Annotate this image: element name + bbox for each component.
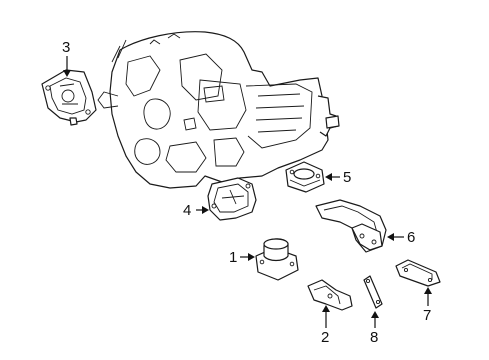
part-8-strap bbox=[363, 275, 383, 309]
callout-6: 6 bbox=[407, 229, 415, 246]
leader-lines bbox=[63, 56, 432, 328]
callout-3: 3 bbox=[62, 39, 70, 56]
callout-8: 8 bbox=[370, 329, 378, 346]
arrow-6 bbox=[387, 233, 394, 241]
arrow-7 bbox=[424, 287, 432, 294]
part-4-mount-bracket bbox=[207, 177, 257, 221]
part-1-insulator bbox=[255, 238, 299, 281]
callout-2: 2 bbox=[321, 329, 329, 346]
callout-7: 7 bbox=[423, 307, 431, 324]
callout-labels: 3 4 5 6 1 2 8 7 bbox=[62, 39, 431, 346]
part-3-mount-bracket bbox=[41, 69, 97, 126]
arrow-2 bbox=[322, 305, 330, 312]
part-7-plate-bracket bbox=[395, 259, 441, 287]
arrow-8 bbox=[371, 311, 379, 318]
transmission-assembly bbox=[97, 31, 340, 189]
callout-5: 5 bbox=[343, 169, 351, 186]
callout-1: 1 bbox=[229, 249, 237, 266]
part-5-insulator bbox=[285, 161, 325, 193]
arrow-4 bbox=[202, 206, 209, 214]
arrow-1 bbox=[248, 253, 255, 261]
arrow-5 bbox=[325, 173, 332, 181]
callout-4: 4 bbox=[183, 202, 191, 219]
arrow-3 bbox=[63, 70, 71, 77]
part-2-heat-shield bbox=[307, 279, 353, 311]
part-6-crossmember-bracket bbox=[315, 199, 387, 253]
